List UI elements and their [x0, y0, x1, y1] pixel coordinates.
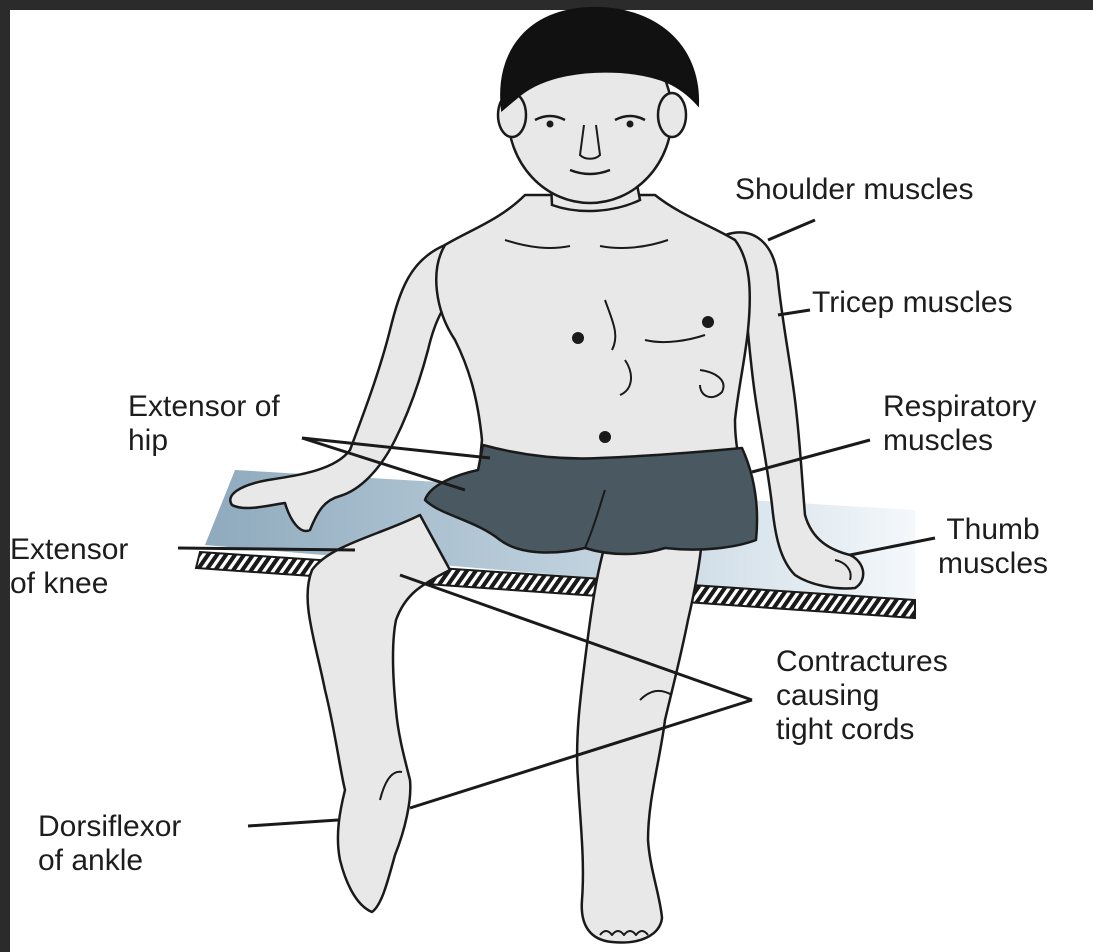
leader-ankle	[248, 820, 338, 826]
label-thumb-muscles: Thumb muscles	[938, 513, 1048, 581]
label-extensor-hip-line-1: Extensor of	[128, 390, 280, 424]
label-contractures: Contractures causing tight cords	[776, 645, 948, 747]
label-tricep-line-1: Tricep muscles	[812, 286, 1013, 320]
label-contractures-line-2: causing	[776, 679, 948, 713]
label-shoulder-line-1: Shoulder muscles	[735, 173, 973, 207]
label-thumb-line-1: Thumb	[938, 513, 1048, 547]
label-contractures-line-1: Contractures	[776, 645, 948, 679]
torso	[436, 195, 750, 480]
head	[498, 8, 698, 203]
right-leg	[577, 540, 702, 943]
label-shoulder-muscles: Shoulder muscles	[735, 173, 973, 207]
leader-shoulder	[768, 220, 815, 240]
leader-knee	[178, 548, 355, 550]
left-leg	[308, 515, 450, 912]
label-extensor-hip-line-2: hip	[128, 424, 280, 458]
label-extensor-knee-line-1: Extensor	[10, 533, 128, 567]
label-tricep-muscles: Tricep muscles	[812, 286, 1013, 320]
label-contractures-line-3: tight cords	[776, 713, 948, 747]
label-respiratory-line-2: muscles	[883, 424, 1036, 458]
label-extensor-of-hip: Extensor of hip	[128, 390, 280, 458]
label-thumb-line-2: muscles	[938, 547, 1048, 581]
label-respiratory-line-1: Respiratory	[883, 390, 1036, 424]
label-respiratory-muscles: Respiratory muscles	[883, 390, 1036, 458]
label-dorsiflexor-of-ankle: Dorsiflexor of ankle	[38, 810, 181, 878]
label-dorsiflexor-line-2: of ankle	[38, 844, 181, 878]
label-extensor-knee-line-2: of knee	[10, 567, 128, 601]
label-extensor-of-knee: Extensor of knee	[10, 533, 128, 601]
label-dorsiflexor-line-1: Dorsiflexor	[38, 810, 181, 844]
